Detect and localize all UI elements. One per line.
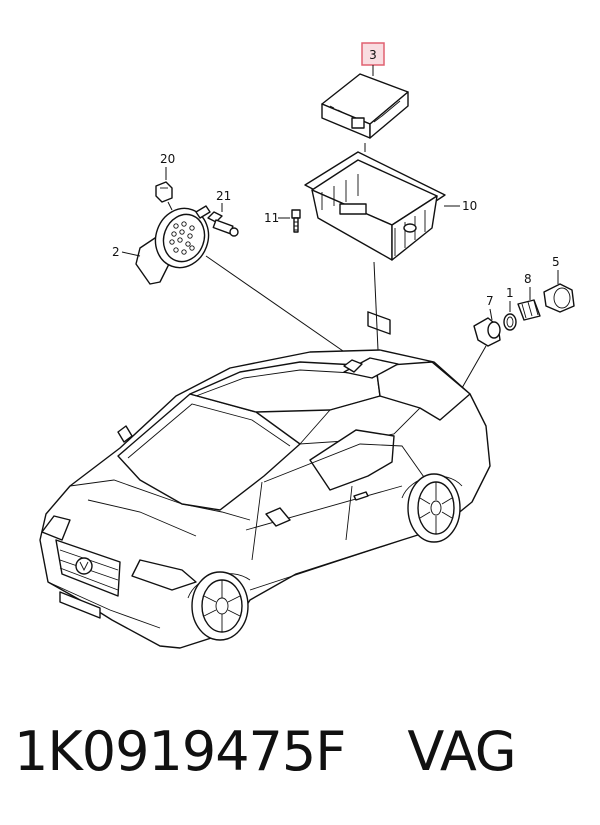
callout-5: 5 xyxy=(552,255,560,269)
callout-3: 3 xyxy=(369,48,377,62)
callout-1: 1 xyxy=(506,286,514,300)
callout-10: 10 xyxy=(462,199,477,213)
sensor-part-7 xyxy=(473,317,501,347)
cap-part-5 xyxy=(543,283,575,313)
bolt-part xyxy=(207,211,239,237)
callout-8: 8 xyxy=(524,272,532,286)
callout-7: 7 xyxy=(486,294,494,308)
part-number-label: 1K0919475F xyxy=(14,720,346,783)
callout-21: 21 xyxy=(216,189,231,203)
housing-bracket-part xyxy=(304,151,446,335)
footer-caption: 1K0919475F VAG xyxy=(14,720,594,800)
parts-diagram: 3 10 11 2 xyxy=(39,42,575,649)
clip-part xyxy=(155,181,173,203)
control-module-part xyxy=(321,73,409,139)
ring-part-1 xyxy=(503,313,517,331)
callout-20: 20 xyxy=(160,152,175,166)
spacer-part-8 xyxy=(517,299,541,321)
alarm-sounder-part xyxy=(135,205,211,285)
callout-2: 2 xyxy=(112,245,120,259)
callout-11: 11 xyxy=(264,211,279,225)
leader-sounder-to-car xyxy=(205,255,357,361)
screw-part xyxy=(291,209,301,233)
leader-module-to-car xyxy=(373,261,379,351)
brand-label: VAG xyxy=(407,720,516,783)
leader-sensor-to-car xyxy=(461,345,487,389)
car-illustration xyxy=(39,349,491,649)
